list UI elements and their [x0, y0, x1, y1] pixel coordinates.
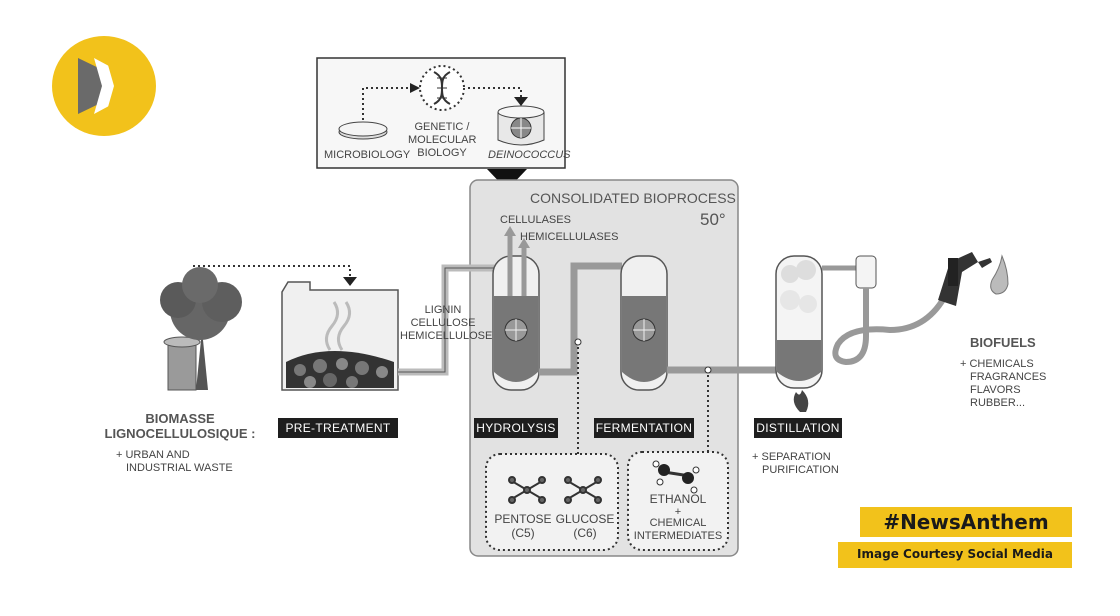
hemicellulose-label: HEMICELLULOSE: [400, 330, 493, 342]
hydrolysis-reactor: [492, 226, 540, 391]
biomass-note1: + URBAN AND: [116, 449, 190, 461]
separation-label: + SEPARATION: [752, 451, 831, 463]
fermentation-reactor: [620, 255, 668, 391]
molecule-icon: [652, 460, 700, 494]
biomass-line1: BIOMASSE: [145, 411, 215, 426]
biofuels-item2: FRAGRANCES: [970, 371, 1047, 383]
stream-label: LIGNIN CELLULOSE HEMICELLULOSE: [400, 304, 493, 343]
ethanol-label: ETHANOL: [649, 492, 707, 506]
genetic-line2: MOLECULAR: [408, 134, 477, 146]
brand-logo: [52, 36, 156, 136]
chemical-intermediates-label: CHEMICAL INTERMEDIATES: [628, 517, 728, 543]
biomass-note: + URBAN AND INDUSTRIAL WASTE: [116, 449, 233, 475]
glucose-line1: GLUCOSE: [555, 512, 615, 526]
temperature-label: 50°: [700, 210, 726, 229]
tree-icon: [160, 267, 242, 391]
cellulose-label: CELLULOSE: [410, 317, 476, 329]
glucose-label: GLUCOSE (C6): [552, 512, 618, 540]
plus-label: +: [674, 506, 682, 518]
pretreatment-vessel: [281, 281, 399, 391]
step-fermentation: FERMENTATION: [594, 418, 694, 438]
lignin-label: LIGNIN: [424, 304, 462, 316]
glucose-molecule-icon: [564, 476, 602, 504]
petri-dish-icon: [338, 121, 388, 140]
purification-label: PURIFICATION: [762, 464, 839, 476]
step-distillation: DISTILLATION: [754, 418, 842, 438]
biomass-line2: LIGNOCELLULOSIQUE :: [104, 426, 256, 441]
chem-line1: CHEMICAL: [649, 517, 707, 529]
genetic-label: GENETIC / MOLECULAR BIOLOGY: [408, 121, 476, 160]
biofuels-item1: + CHEMICALS: [960, 358, 1034, 370]
biomass-note2: INDUSTRIAL WASTE: [126, 462, 233, 474]
distillation-column: [775, 255, 877, 389]
image-courtesy-badge: Image Courtesy Social Media: [838, 542, 1072, 568]
microbiology-label: MICROBIOLOGY: [324, 149, 411, 161]
cellulases-label: CELLULASES: [500, 214, 571, 226]
biofuels-item4: RUBBER...: [970, 397, 1026, 409]
pentose-line2: (C5): [511, 526, 535, 540]
biofuels-list: + CHEMICALS FRAGRANCES FLAVORS RUBBER...: [960, 358, 1046, 410]
deinococcus-dish-icon: [497, 105, 545, 146]
deinococcus-label: DEINOCOCCUS: [488, 149, 571, 161]
pentose-line1: PENTOSE: [494, 512, 552, 526]
chem-line2: INTERMEDIATES: [633, 530, 723, 542]
biofuels-item3: FLAVORS: [970, 384, 1021, 396]
genetic-line1: GENETIC /: [414, 121, 470, 133]
genetic-line3: BIOLOGY: [417, 147, 467, 159]
step-hydrolysis: HYDROLYSIS: [474, 418, 558, 438]
flame-icon: [793, 390, 809, 412]
dna-icon: [419, 65, 465, 111]
sugars-box: [485, 453, 619, 551]
hashtag-badge: #NewsAnthem: [860, 507, 1072, 537]
hemicellulases-label: HEMICELLULASES: [520, 231, 619, 243]
pentose-molecule-icon: [508, 476, 546, 504]
biomass-title: BIOMASSE LIGNOCELLULOSIQUE :: [100, 411, 260, 441]
bioprocess-title: CONSOLIDATED BIOPROCESS: [530, 190, 736, 206]
play-logo-icon: [52, 36, 156, 136]
ethanol-box: [627, 451, 729, 551]
step-pretreatment: PRE-TREATMENT: [278, 418, 398, 438]
pentose-label: PENTOSE (C5): [490, 512, 556, 540]
glucose-line2: (C6): [573, 526, 597, 540]
biofuels-title: BIOFUELS: [970, 335, 1036, 350]
distillation-note: + SEPARATION PURIFICATION: [752, 451, 839, 477]
fuel-nozzle-icon: [938, 252, 1009, 306]
